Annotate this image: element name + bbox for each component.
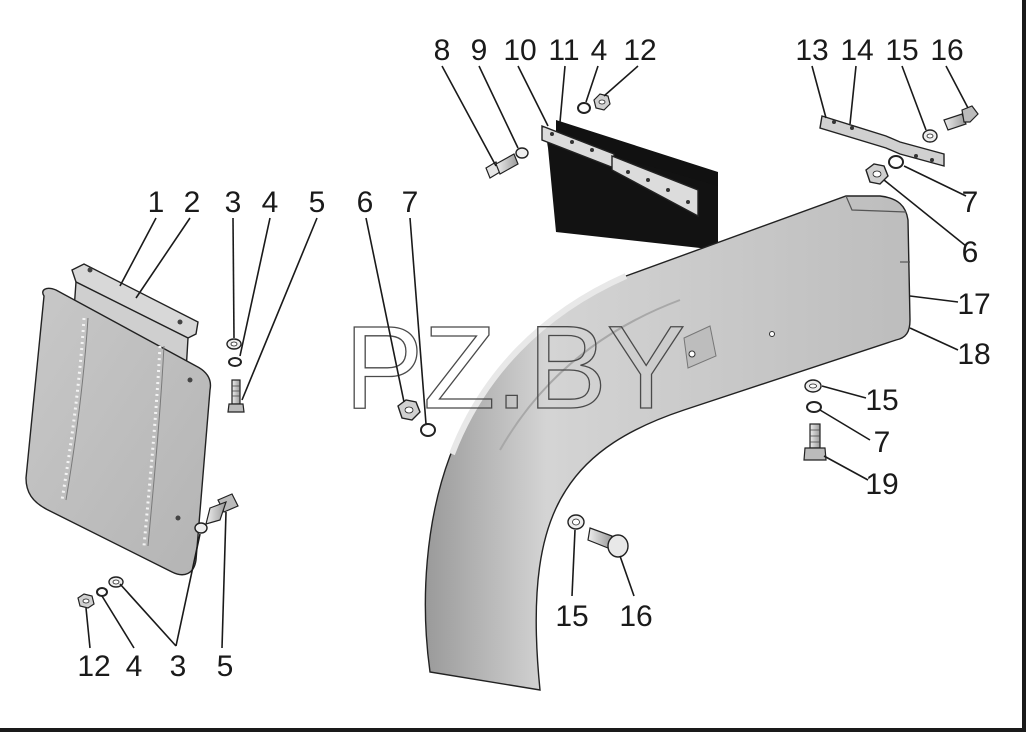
washer-15-right: [804, 379, 822, 393]
callout-13: 13: [795, 34, 828, 67]
callout-15-right: 15: [865, 384, 898, 417]
callout-14: 14: [840, 34, 873, 67]
callout-12-top: 12: [623, 34, 656, 67]
washer-3-lower-a: [194, 522, 208, 534]
callout-16-top: 16: [930, 34, 963, 67]
spring-washer-4-top: [577, 102, 591, 114]
nut-6-middle: [397, 399, 421, 421]
callout-11: 11: [548, 34, 579, 67]
callout-16-bottom: 16: [619, 600, 652, 633]
spring-washer-7-top: [888, 155, 904, 169]
washer-3-upper: [226, 338, 242, 350]
bolt-5-lower: [205, 493, 239, 525]
callout-8: 8: [434, 34, 451, 67]
spring-washer-4-upper: [228, 357, 242, 367]
callout-4-lower: 4: [126, 650, 143, 683]
callout-3-lower: 3: [170, 650, 187, 683]
callout-15-top: 15: [885, 34, 918, 67]
spring-washer-7-right: [806, 401, 822, 413]
bracket-13-14: [819, 115, 945, 167]
callout-7-middle: 7: [402, 186, 419, 219]
callout-17: 17: [957, 288, 990, 321]
watermark-text: PZ.BY: [345, 302, 686, 434]
clamp-strip-11: [611, 154, 699, 218]
spring-washer-7-middle: [420, 423, 436, 437]
callout-9: 9: [471, 34, 488, 67]
callout-7-top: 7: [962, 186, 979, 219]
bolt-8: [485, 153, 519, 179]
callout-5-upper: 5: [309, 186, 326, 219]
fender: [424, 195, 911, 691]
callout-6-top: 6: [962, 236, 979, 269]
washer-15-top: [922, 129, 938, 143]
washer-15-bottom: [567, 514, 585, 530]
bolt-16-top: [943, 105, 979, 131]
nut-12-top: [593, 93, 611, 111]
bolt-19: [803, 423, 827, 461]
callout-4-top: 4: [591, 34, 608, 67]
nut-6-top: [865, 163, 889, 185]
bolt-5-upper: [227, 379, 245, 413]
callout-10: 10: [503, 34, 536, 67]
callout-4-upper: 4: [262, 186, 279, 219]
leader-lines: [85, 65, 969, 649]
nut-12-lower: [77, 593, 95, 609]
callout-19: 19: [865, 468, 898, 501]
callout-15-bottom: 15: [555, 600, 588, 633]
callout-3-upper: 3: [225, 186, 242, 219]
callout-6-middle: 6: [357, 186, 374, 219]
callout-18: 18: [957, 338, 990, 371]
callout-1: 1: [148, 186, 165, 219]
washer-9: [515, 147, 529, 159]
spring-washer-4-lower: [96, 587, 108, 597]
callout-2: 2: [184, 186, 201, 219]
callout-12-lower: 12: [77, 650, 110, 683]
bolt-16-bottom: [587, 527, 629, 558]
callout-5-lower: 5: [217, 650, 234, 683]
mud-flap: [25, 287, 212, 576]
callout-7-right: 7: [874, 426, 891, 459]
callout-labels: 1 2 3 4 5 6 7 8 9 10 11 4 12 13 14 15 16…: [77, 34, 990, 683]
